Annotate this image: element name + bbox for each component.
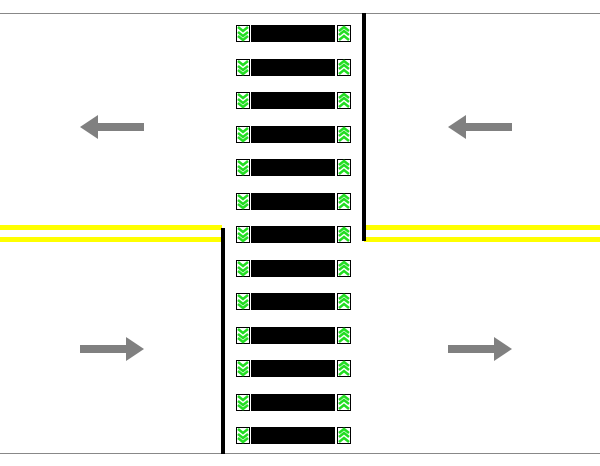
- arrow-left-icon: [448, 115, 512, 139]
- crosswalk-stripe: [236, 259, 351, 277]
- stop-line-lower: [221, 228, 225, 454]
- arrow-right-icon: [80, 337, 144, 361]
- chevron-down-icon: [236, 159, 250, 176]
- center-line-left-upper: [0, 225, 222, 230]
- stripe-bar: [251, 427, 335, 444]
- center-line-right-lower: [364, 237, 600, 242]
- chevron-up-icon: [337, 393, 351, 411]
- chevron-up-icon: [337, 92, 351, 109]
- stripe-bar: [251, 393, 335, 411]
- chevron-down-icon: [236, 192, 250, 210]
- crosswalk-stripe: [236, 192, 351, 210]
- center-line-right-upper: [364, 225, 600, 230]
- stop-line-upper: [362, 13, 366, 241]
- chevron-up-icon: [337, 25, 351, 42]
- chevron-down-icon: [236, 226, 250, 243]
- chevron-up-icon: [337, 293, 351, 310]
- chevron-down-icon: [236, 125, 250, 143]
- chevron-up-icon: [337, 159, 351, 176]
- crosswalk-stripe: [236, 326, 351, 344]
- chevron-down-icon: [236, 259, 250, 277]
- stripe-bar: [251, 259, 335, 277]
- stripe-bar: [251, 159, 335, 176]
- chevron-down-icon: [236, 92, 250, 109]
- crosswalk-stripe: [236, 125, 351, 143]
- stripe-bar: [251, 92, 335, 109]
- chevron-down-icon: [236, 25, 250, 42]
- crosswalk-stripe: [236, 159, 351, 176]
- chevron-down-icon: [236, 427, 250, 444]
- chevron-up-icon: [337, 360, 351, 377]
- crosswalk-stripe: [236, 226, 351, 243]
- crosswalk-stripe: [236, 58, 351, 76]
- stripe-bar: [251, 226, 335, 243]
- chevron-up-icon: [337, 427, 351, 444]
- chevron-down-icon: [236, 393, 250, 411]
- crosswalk-stripe: [236, 393, 351, 411]
- stripe-bar: [251, 192, 335, 210]
- crosswalk-stripe: [236, 427, 351, 444]
- chevron-up-icon: [337, 125, 351, 143]
- crosswalk-stripe: [236, 360, 351, 377]
- chevron-up-icon: [337, 226, 351, 243]
- road-top-edge: [0, 13, 600, 14]
- stripe-bar: [251, 360, 335, 377]
- chevron-up-icon: [337, 326, 351, 344]
- chevron-down-icon: [236, 293, 250, 310]
- crosswalk-stripe: [236, 25, 351, 42]
- stripe-bar: [251, 326, 335, 344]
- chevron-down-icon: [236, 360, 250, 377]
- stripe-bar: [251, 125, 335, 143]
- arrow-right-icon: [448, 337, 512, 361]
- crosswalk-stripe: [236, 92, 351, 109]
- chevron-up-icon: [337, 58, 351, 76]
- stripe-bar: [251, 58, 335, 76]
- road-bottom-edge: [0, 453, 600, 454]
- chevron-up-icon: [337, 192, 351, 210]
- arrow-left-icon: [80, 115, 144, 139]
- stripe-bar: [251, 25, 335, 42]
- chevron-down-icon: [236, 58, 250, 76]
- chevron-down-icon: [236, 326, 250, 344]
- center-line-left-lower: [0, 237, 222, 242]
- chevron-up-icon: [337, 259, 351, 277]
- stripe-bar: [251, 293, 335, 310]
- crosswalk-stripe: [236, 293, 351, 310]
